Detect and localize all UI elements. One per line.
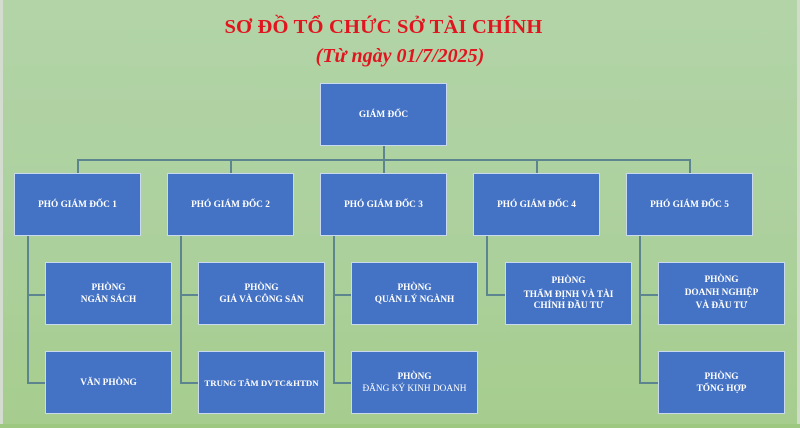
deputy-3-label: PHÓ GIÁM ĐỐC 3 — [344, 199, 423, 210]
deputy-1-label: PHÓ GIÁM ĐỐC 1 — [38, 199, 117, 210]
unit-budget-dept: PHÒNG NGÂN SÁCH — [45, 262, 172, 325]
deputy-1-box: PHÓ GIÁM ĐỐC 1 — [14, 173, 141, 236]
bottom-frame-edge — [0, 424, 800, 428]
deputy-5-box: PHÓ GIÁM ĐỐC 5 — [626, 173, 753, 236]
deputy-4-box: PHÓ GIÁM ĐỐC 4 — [473, 173, 600, 236]
unit-label-line: PHÒNG — [244, 282, 279, 293]
chart-title: SƠ ĐỒ TỔ CHỨC SỞ TÀI CHÍNH — [224, 16, 543, 38]
chart-subtitle: (Từ ngày 01/7/2025) — [315, 45, 485, 67]
unit-label-line: THẨM ĐỊNH VÀ TÀI — [523, 289, 614, 300]
connector-deputy-3-unit-1 — [333, 294, 351, 296]
unit-label-line: PHÒNG — [551, 275, 586, 286]
unit-appraisal-investment-finance-dept: PHÒNG THẨM ĐỊNH VÀ TÀI CHÍNH ĐẦU TƯ — [505, 262, 632, 325]
deputy-2-label: PHÓ GIÁM ĐỐC 2 — [191, 199, 270, 210]
unit-label-line: NGÂN SÁCH — [80, 294, 137, 305]
unit-office: VĂN PHÒNG — [45, 351, 172, 414]
connector-bus-to-deputy-5 — [689, 159, 691, 173]
connector-bus-to-deputy-1 — [77, 159, 79, 173]
unit-label-line: ĐĂNG KÝ KINH DOANH — [362, 383, 467, 394]
connector-director-down — [383, 146, 385, 160]
unit-general-affairs-dept: PHÒNG TỔNG HỢP — [658, 351, 785, 414]
unit-sector-management-dept: PHÒNG QUẢN LÝ NGÀNH — [351, 262, 478, 325]
unit-label-line: VĂN PHÒNG — [80, 377, 137, 388]
connector-deputy-5-unit-1 — [639, 294, 658, 296]
unit-label-line: PHÒNG — [704, 275, 739, 285]
right-frame-edge — [797, 0, 800, 428]
unit-enterprise-investment-dept: PHÒNG DOANH NGHIỆP VÀ ĐẦU TƯ — [658, 262, 785, 325]
connector-deputy-2-unit-1 — [180, 294, 198, 296]
connector-deputy-4-spine — [486, 236, 488, 295]
director-label: GIÁM ĐỐC — [358, 109, 409, 120]
unit-label-line: DOANH NGHIỆP — [684, 288, 759, 298]
unit-label-line: PHÒNG — [91, 282, 126, 293]
unit-label-line: TRUNG TÂM DVTC&HTDN — [204, 377, 319, 388]
director-box: GIÁM ĐỐC — [320, 83, 447, 146]
connector-deputy-1-unit-2 — [27, 382, 45, 384]
deputy-3-box: PHÓ GIÁM ĐỐC 3 — [320, 173, 447, 236]
unit-label-line: PHÒNG — [397, 282, 432, 293]
unit-label-line: PHÒNG — [704, 371, 739, 382]
unit-label-line: GIÁ VÀ CÔNG SẢN — [219, 294, 304, 305]
connector-bus-to-deputy-2 — [230, 159, 232, 173]
connector-deputy-5-spine — [639, 236, 641, 383]
unit-label-line: PHÒNG — [397, 371, 432, 382]
connector-deputy-5-unit-2 — [639, 382, 658, 384]
connector-deputy-3-unit-2 — [333, 382, 351, 384]
connector-deputy-2-unit-2 — [180, 382, 198, 384]
unit-label-line: QUẢN LÝ NGÀNH — [374, 294, 455, 305]
unit-label-line: CHÍNH ĐẦU TƯ — [533, 300, 604, 311]
connector-deputy-3-spine — [333, 236, 335, 383]
connector-bus-to-deputy-3 — [383, 159, 385, 173]
deputy-5-label: PHÓ GIÁM ĐỐC 5 — [650, 199, 729, 210]
connector-deputy-1-unit-1 — [27, 294, 45, 296]
unit-service-center: TRUNG TÂM DVTC&HTDN — [198, 351, 325, 414]
deputy-4-label: PHÓ GIÁM ĐỐC 4 — [497, 199, 576, 210]
connector-bus-to-deputy-4 — [536, 159, 538, 173]
unit-business-registration-dept: PHÒNG ĐĂNG KÝ KINH DOANH — [351, 351, 478, 414]
unit-label-line: VÀ ĐẦU TƯ — [695, 301, 748, 311]
left-frame-edge — [0, 0, 3, 428]
connector-deputy-1-spine — [27, 236, 29, 383]
deputy-2-box: PHÓ GIÁM ĐỐC 2 — [167, 173, 294, 236]
unit-label-line: TỔNG HỢP — [696, 383, 747, 394]
connector-deputy-2-spine — [180, 236, 182, 383]
connector-deputy-4-unit-1 — [486, 294, 505, 296]
unit-price-public-assets-dept: PHÒNG GIÁ VÀ CÔNG SẢN — [198, 262, 325, 325]
